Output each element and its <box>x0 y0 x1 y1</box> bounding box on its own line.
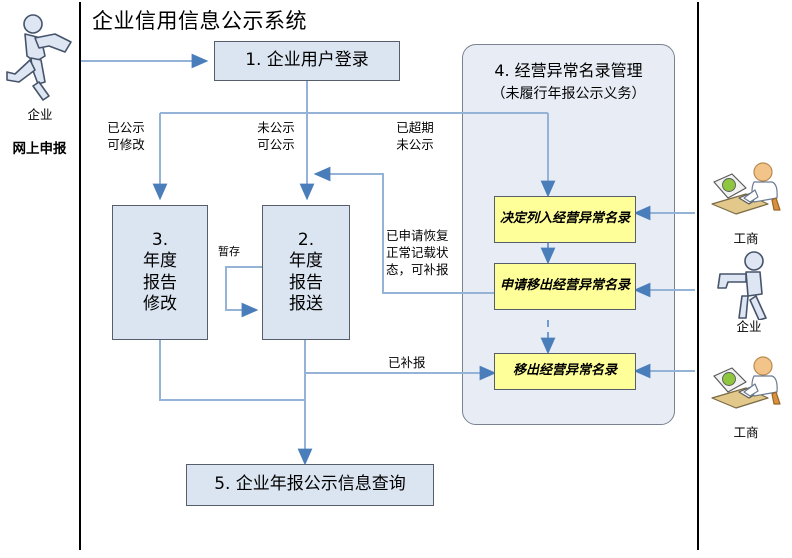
walking-person-icon <box>717 251 767 321</box>
node-removal-done[interactable]: 移出经营异常名录 <box>494 353 636 390</box>
divider-right <box>697 2 699 550</box>
person-at-computer-icon <box>711 356 781 409</box>
group-title: 4. 经营异常名录管理 <box>494 61 643 80</box>
edge-label-overdue-unpublished: 已超期 未公示 <box>396 120 434 152</box>
actor-enterprise-right <box>712 250 778 321</box>
actor-enterprise-left <box>5 12 75 102</box>
actor-caption-authority-top: 工商 <box>733 231 759 246</box>
node-apply-removal[interactable]: 申请移出经营异常名录 <box>494 263 636 310</box>
edge-label-published-editable: 已公示 可修改 <box>107 120 145 152</box>
node-login[interactable]: 1. 企业用户登录 <box>214 41 400 81</box>
wire-temp-save-loop <box>225 266 262 318</box>
group-subtitle: （未履行年报公示义务） <box>491 86 646 102</box>
actor-authority-top <box>706 158 786 220</box>
actor-caption-authority-bottom: 工商 <box>733 425 759 440</box>
node-annual-report-query[interactable]: 5. 企业年报公示信息查询 <box>186 464 434 506</box>
node-annual-report-amend[interactable]: 3. 年度 报告 修改 <box>112 205 208 340</box>
actor-authority-bottom <box>706 352 786 414</box>
edge-label-temp-save: 暂存 <box>218 245 240 258</box>
node-annual-report-submit[interactable]: 2. 年度 报告 报送 <box>262 205 350 340</box>
actor-sublabel-online-filing: 网上申报 <box>12 141 67 157</box>
edge-label-resubmitted: 已补报 <box>388 355 426 370</box>
wire-amend-to-join <box>159 340 305 401</box>
actor-caption-enterprise-left: 企业 <box>27 107 53 122</box>
actor-caption-enterprise-right: 企业 <box>736 319 762 334</box>
divider-left <box>79 2 81 550</box>
edge-label-unpublished-publishable: 未公示 可公示 <box>257 120 295 152</box>
edge-label-applied-restore: 已申请恢复 正常记载状 态，可补报 <box>386 228 449 277</box>
person-at-computer-icon <box>711 162 781 215</box>
node-decide-listing[interactable]: 决定列入经营异常名录 <box>494 196 636 243</box>
page-title: 企业信用信息公示系统 <box>92 9 307 33</box>
walking-person-with-document-icon <box>6 14 72 101</box>
